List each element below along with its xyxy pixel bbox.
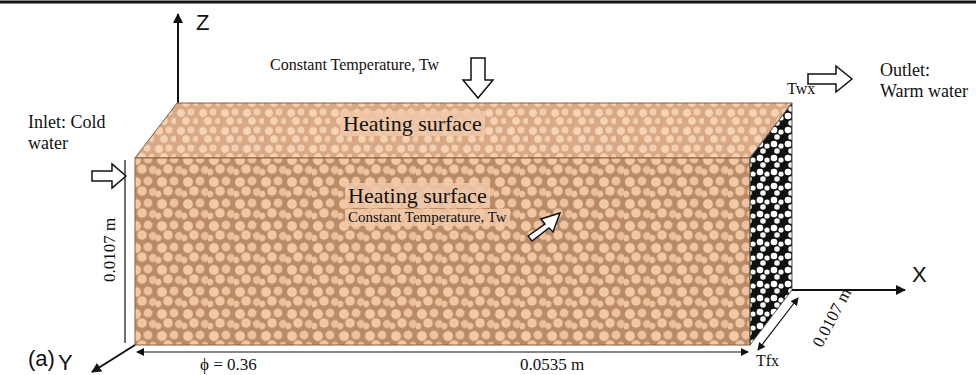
dimension-label: 0.0107 m bbox=[808, 285, 855, 351]
boundary-condition: Constant Temperature, Tw bbox=[270, 56, 439, 74]
axis-label: Y bbox=[58, 350, 73, 375]
dimension-label: 0.0535 m bbox=[520, 355, 584, 375]
panel-label: (a) bbox=[28, 346, 55, 371]
boundary-condition: Constant Temperature, Tw bbox=[345, 209, 510, 226]
surface-label: Heating surface bbox=[345, 183, 490, 208]
temperature-label: Twx bbox=[787, 80, 815, 98]
surface-label: Heating surface bbox=[340, 111, 485, 136]
porosity-label: ϕ = 0.36 bbox=[200, 355, 257, 375]
temperature-label: Tfx bbox=[756, 352, 779, 370]
axis-label: X bbox=[912, 262, 927, 287]
dimension-label: 0.0107 m bbox=[100, 218, 120, 282]
inlet-label: Inlet: Cold water bbox=[28, 112, 118, 153]
outlet-label: Outlet: Warm water bbox=[880, 60, 970, 101]
axis-label: Z bbox=[196, 10, 209, 35]
